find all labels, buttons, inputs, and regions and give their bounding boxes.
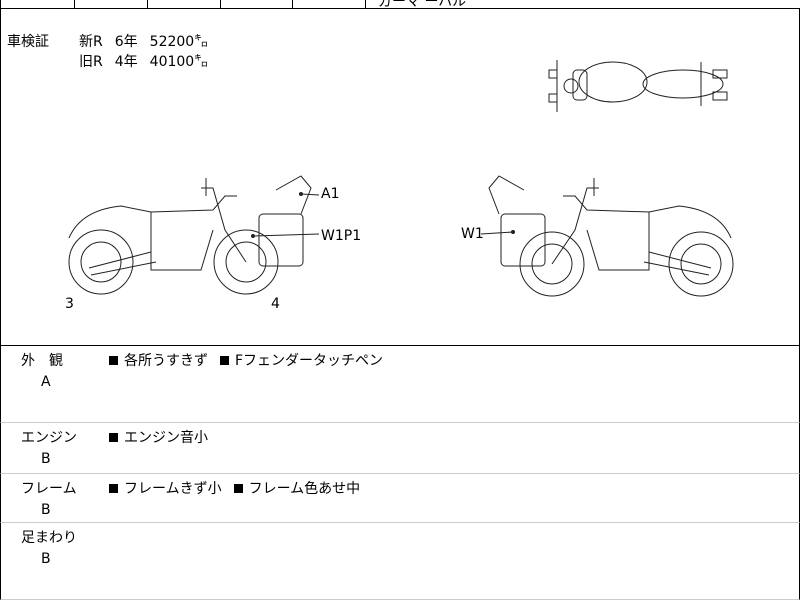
inspection-years: 4年 — [114, 54, 138, 70]
callout-dot — [251, 234, 255, 238]
bullet-square-icon — [109, 432, 118, 442]
left-side-bike-icon — [68, 175, 312, 295]
top-view-bike-icon — [548, 60, 728, 112]
section-engine: エンジン B エンジン音小 — [0, 423, 800, 474]
inspection-label: 車検証 — [7, 34, 49, 50]
section-grade: B — [41, 451, 51, 467]
inspection-years: 6年 — [114, 34, 138, 50]
note-item: Fフェンダータッチペン — [220, 350, 383, 370]
note-item: フレーム色あせ中 — [233, 478, 360, 498]
callout-line — [300, 193, 320, 196]
inspection-type: 新R — [79, 34, 103, 50]
right-side-bike-icon — [488, 175, 734, 297]
bullet-square-icon — [220, 355, 229, 365]
inspection-mileage: 40100㌔ — [149, 54, 209, 70]
top-partial-text: ガーマ ーハル — [378, 0, 467, 10]
section-grade: B — [41, 551, 51, 567]
callout-label-w1p1: W1P1 — [321, 228, 362, 244]
diagram-panel: 車検証 新R 6年 52200㌔ 旧R 4年 40100㌔ — [0, 8, 800, 346]
inspection-type: 旧R — [79, 54, 103, 70]
section-suspension: 足まわり B — [0, 523, 800, 600]
callout-dot — [511, 230, 515, 234]
section-notes: 各所うすきず Fフェンダータッチペン — [109, 350, 389, 370]
wheel-label-4: 4 — [271, 296, 280, 312]
callout-label-a1: A1 — [321, 186, 340, 202]
callout-dot — [299, 192, 303, 196]
divider — [365, 0, 366, 8]
bullet-square-icon — [233, 483, 243, 493]
bullet-square-icon — [109, 355, 118, 365]
callout-line — [480, 231, 514, 235]
section-notes: フレームきず小 フレーム色あせ中 — [109, 478, 366, 498]
section-grade: A — [41, 374, 51, 390]
inspection-row: 旧R 4年 40100㌔ — [7, 52, 220, 72]
wheel-label-3: 3 — [65, 296, 74, 312]
section-title: フレーム — [21, 481, 77, 497]
callout-label-w1: W1 — [461, 226, 484, 242]
divider — [220, 0, 221, 8]
section-grade: B — [41, 502, 51, 518]
bullet-square-icon — [109, 483, 118, 493]
callout-line — [252, 233, 320, 237]
inspection-row: 車検証 新R 6年 52200㌔ — [7, 32, 220, 52]
section-title: 外 観 — [21, 353, 63, 369]
inspection-mileage: 52200㌔ — [149, 34, 209, 50]
note-item: フレームきず小 — [109, 478, 222, 498]
motorcycle-diagram — [68, 60, 734, 297]
divider — [292, 0, 293, 8]
divider — [0, 0, 1, 8]
section-frame: フレーム B フレームきず小 フレーム色あせ中 — [0, 474, 800, 523]
section-title: エンジン — [21, 430, 77, 446]
section-appearance: 外 観 A 各所うすきず Fフェンダータッチペン — [0, 346, 800, 423]
section-notes: エンジン音小 — [109, 427, 214, 447]
divider — [147, 0, 148, 8]
section-title: 足まわり — [21, 530, 77, 546]
top-header-strip: ガーマ ーハル — [0, 0, 800, 10]
note-item: エンジン音小 — [109, 427, 208, 447]
note-item: 各所うすきず — [109, 350, 208, 370]
divider — [74, 0, 75, 8]
inspection-info: 車検証 新R 6年 52200㌔ 旧R 4年 40100㌔ — [7, 32, 220, 72]
